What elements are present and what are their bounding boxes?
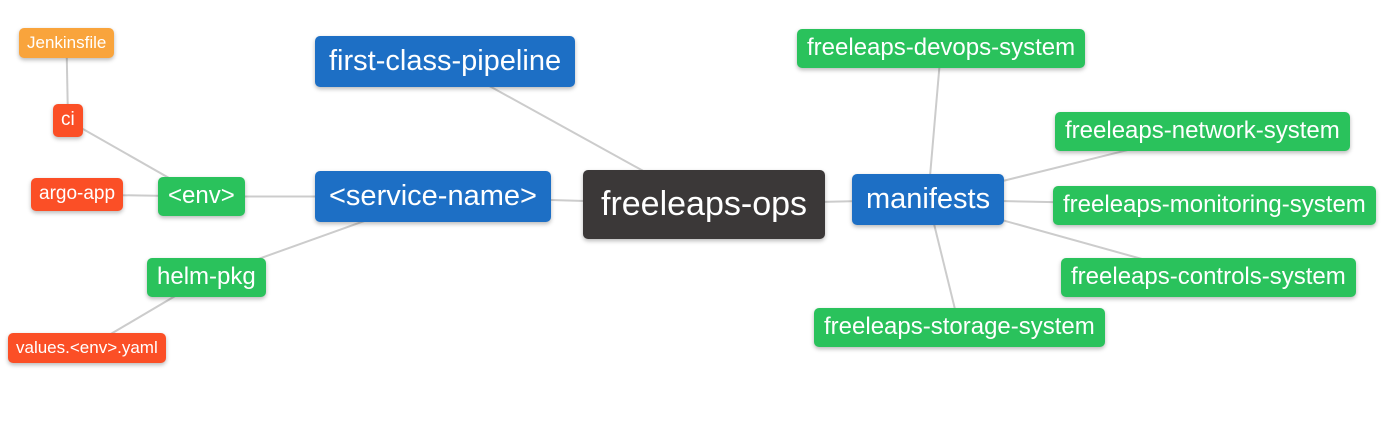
node-devops-system[interactable]: freeleaps-devops-system [797,29,1086,68]
node-network-system[interactable]: freeleaps-network-system [1055,112,1350,151]
node-label: first-class-pipeline [329,45,562,77]
node-label: freeleaps-controls-system [1071,263,1346,290]
node-controls-system[interactable]: freeleaps-controls-system [1061,258,1356,297]
node-freeleaps-ops[interactable]: freeleaps-ops [583,170,826,239]
node-label: <env> [168,182,235,209]
node-ci[interactable]: ci [53,104,83,137]
node-label: values.<env>.yaml [16,338,158,357]
node-label: freeleaps-storage-system [824,313,1095,340]
node-label: freeleaps-monitoring-system [1063,191,1366,218]
node-label: freeleaps-network-system [1065,117,1340,144]
node-label: <service-name> [329,180,537,212]
node-label: manifests [866,183,991,215]
node-storage-system[interactable]: freeleaps-storage-system [814,308,1105,347]
node-values-env-yaml[interactable]: values.<env>.yaml [8,333,166,364]
node-env[interactable]: <env> [158,177,245,216]
node-first-class-pipeline[interactable]: first-class-pipeline [315,36,576,87]
node-argo-app[interactable]: argo-app [31,178,124,211]
node-monitoring-system[interactable]: freeleaps-monitoring-system [1053,186,1376,225]
node-helm-pkg[interactable]: helm-pkg [147,258,266,297]
node-label: ci [61,109,75,130]
node-label: freeleaps-ops [601,185,808,223]
node-label: Jenkinsfile [27,33,107,52]
node-label: freeleaps-devops-system [807,34,1076,61]
node-jenkinsfile[interactable]: Jenkinsfile [19,28,115,59]
node-label: argo-app [39,183,116,204]
node-label: helm-pkg [157,263,256,290]
node-service-name[interactable]: <service-name> [315,171,551,222]
node-manifests[interactable]: manifests [852,174,1005,225]
